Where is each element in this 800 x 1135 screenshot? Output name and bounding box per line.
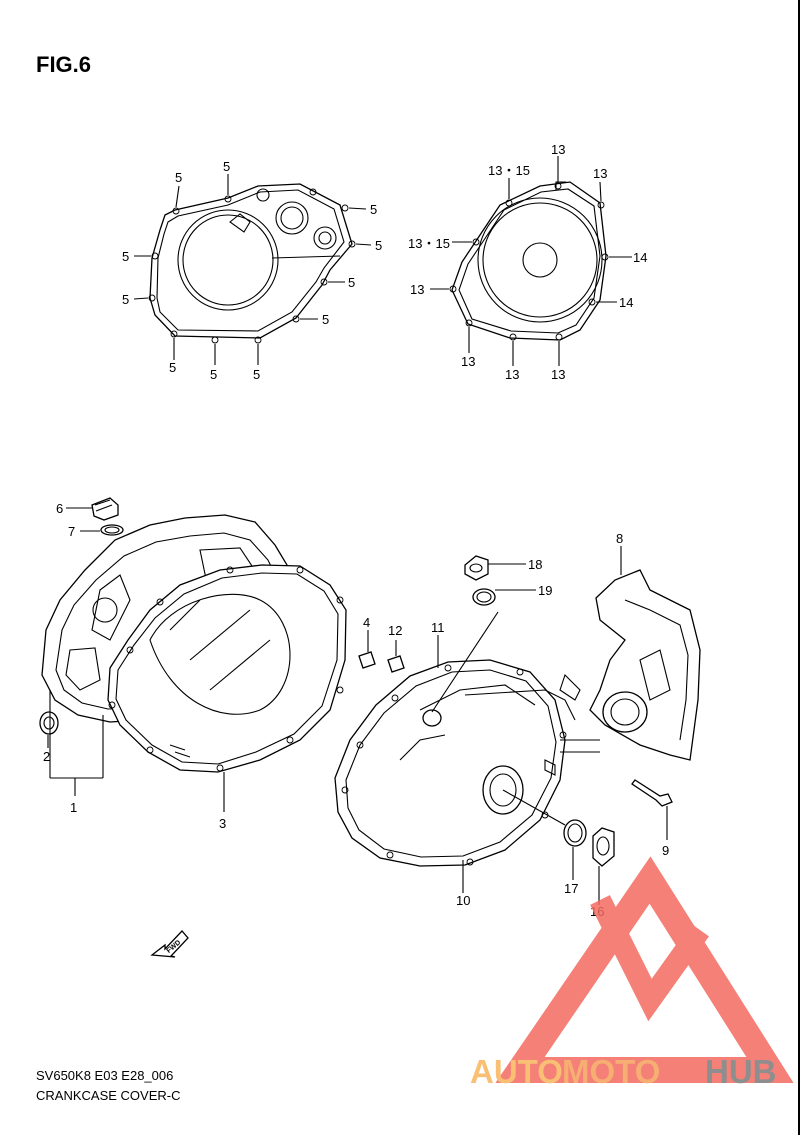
dowel-pins: 4 12 bbox=[358, 615, 405, 673]
generator-cover-gasket bbox=[430, 156, 632, 366]
sprocket-cover: 8 9 bbox=[560, 531, 701, 858]
callout-1: 1 bbox=[70, 800, 77, 815]
callout-13: 13 bbox=[461, 354, 475, 369]
cap-and-oring: 18 19 bbox=[464, 555, 552, 606]
fwd-arrow-icon: FWD bbox=[150, 930, 189, 958]
callout-19: 19 bbox=[538, 583, 552, 598]
callout-13-15: 13・15 bbox=[408, 236, 450, 251]
callout-18: 18 bbox=[528, 557, 542, 572]
callout-5: 5 bbox=[253, 367, 260, 382]
callout-13: 13 bbox=[410, 282, 424, 297]
diagram-name: CRANKCASE COVER-C bbox=[36, 1088, 180, 1103]
figure-title: FIG.6 bbox=[36, 52, 91, 77]
callout-5: 5 bbox=[375, 238, 382, 253]
callout-13: 13 bbox=[593, 166, 607, 181]
logo-text-moto: MOTO bbox=[562, 1053, 660, 1090]
callout-14: 14 bbox=[619, 295, 633, 310]
callouts-part-5: 5 5 5 5 5 5 5 5 5 5 5 bbox=[122, 159, 382, 382]
callout-5: 5 bbox=[210, 367, 217, 382]
callout-5: 5 bbox=[223, 159, 230, 174]
clutch-cover bbox=[334, 611, 581, 893]
callout-9: 9 bbox=[662, 843, 669, 858]
callout-5: 5 bbox=[322, 312, 329, 327]
callout-13: 13 bbox=[551, 142, 565, 157]
callout-14: 14 bbox=[633, 250, 647, 265]
callout-11: 11 bbox=[431, 620, 445, 635]
callout-5: 5 bbox=[169, 360, 176, 375]
clutch-cover-gasket bbox=[133, 174, 372, 365]
callout-2: 2 bbox=[43, 749, 50, 764]
callout-12: 12 bbox=[388, 623, 402, 638]
callout-13: 13 bbox=[505, 367, 519, 382]
callouts-clutch-cover: 11 10 bbox=[431, 620, 470, 908]
callout-5: 5 bbox=[370, 202, 377, 217]
callout-5: 5 bbox=[348, 275, 355, 290]
callout-13: 13 bbox=[551, 367, 565, 382]
diagram-code: SV650K8 E03 E28_006 bbox=[36, 1068, 173, 1083]
crankcase-assembly bbox=[39, 497, 347, 812]
callout-17: 17 bbox=[564, 881, 578, 896]
callouts-crankcase: 6 7 2 1 3 bbox=[43, 501, 226, 831]
logo-text-hub: HUB bbox=[705, 1053, 777, 1090]
callout-3: 3 bbox=[219, 816, 226, 831]
callout-6: 6 bbox=[56, 501, 63, 516]
callout-8: 8 bbox=[616, 531, 623, 546]
callout-5: 5 bbox=[175, 170, 182, 185]
callout-5: 5 bbox=[122, 249, 129, 264]
callout-5: 5 bbox=[122, 292, 129, 307]
callout-10: 10 bbox=[456, 893, 470, 908]
callout-7: 7 bbox=[68, 524, 75, 539]
callouts-parts-13-14: 13 13・15 13 13・15 14 13 14 13 13 13 bbox=[408, 142, 647, 382]
logo-text-auto: AUTO bbox=[470, 1053, 563, 1090]
automotohub-logo: AUTO MOTO HUB bbox=[470, 856, 794, 1090]
callout-4: 4 bbox=[363, 615, 370, 630]
callout-13-15: 13・15 bbox=[488, 163, 530, 178]
